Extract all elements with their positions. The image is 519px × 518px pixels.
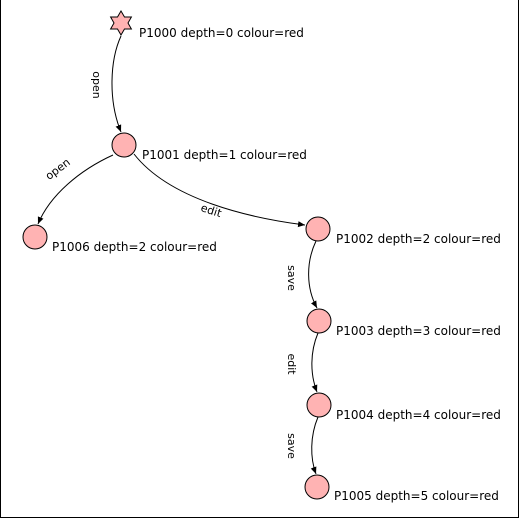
edge-label-edit-2: edit [285, 353, 298, 375]
edge-label-save-1: save [285, 265, 298, 291]
star-node-p1000[interactable] [109, 10, 133, 36]
edge-p1004-p1005 [310, 416, 319, 475]
edges: open open edit save edit save [37, 35, 319, 475]
node-label-p1005: P1005 depth=5 colour=red [334, 489, 499, 503]
node-p1003[interactable] [306, 308, 332, 334]
edge-p1001-p1006 [37, 154, 114, 225]
edge-p1002-p1003 [308, 240, 318, 309]
node-label-p1002: P1002 depth=2 colour=red [336, 232, 501, 246]
node-label-p1001: P1001 depth=1 colour=red [142, 148, 307, 162]
edge-label-open-1: open [90, 71, 103, 98]
node-p1004[interactable] [306, 392, 332, 418]
node-p1005[interactable] [304, 474, 330, 500]
edge-label-open-2: open [43, 156, 73, 183]
node-label-p1004: P1004 depth=4 colour=red [336, 408, 501, 422]
edge-p1003-p1004 [311, 332, 319, 393]
node-p1001[interactable] [111, 132, 137, 158]
edge-p1001-p1002 [133, 153, 306, 228]
edge-label-edit-1: edit [199, 201, 224, 220]
node-p1002[interactable] [305, 216, 331, 242]
node-label-p1003: P1003 depth=3 colour=red [336, 324, 501, 338]
node-label-p1000: P1000 depth=0 colour=red [139, 26, 304, 40]
nodes: P1000 depth=0 colour=red P1001 depth=1 c… [22, 10, 501, 503]
edge-p1000-p1001 [111, 35, 122, 133]
edge-label-save-2: save [285, 433, 298, 459]
node-label-p1006: P1006 depth=2 colour=red [52, 240, 217, 254]
node-p1006[interactable] [22, 224, 48, 250]
